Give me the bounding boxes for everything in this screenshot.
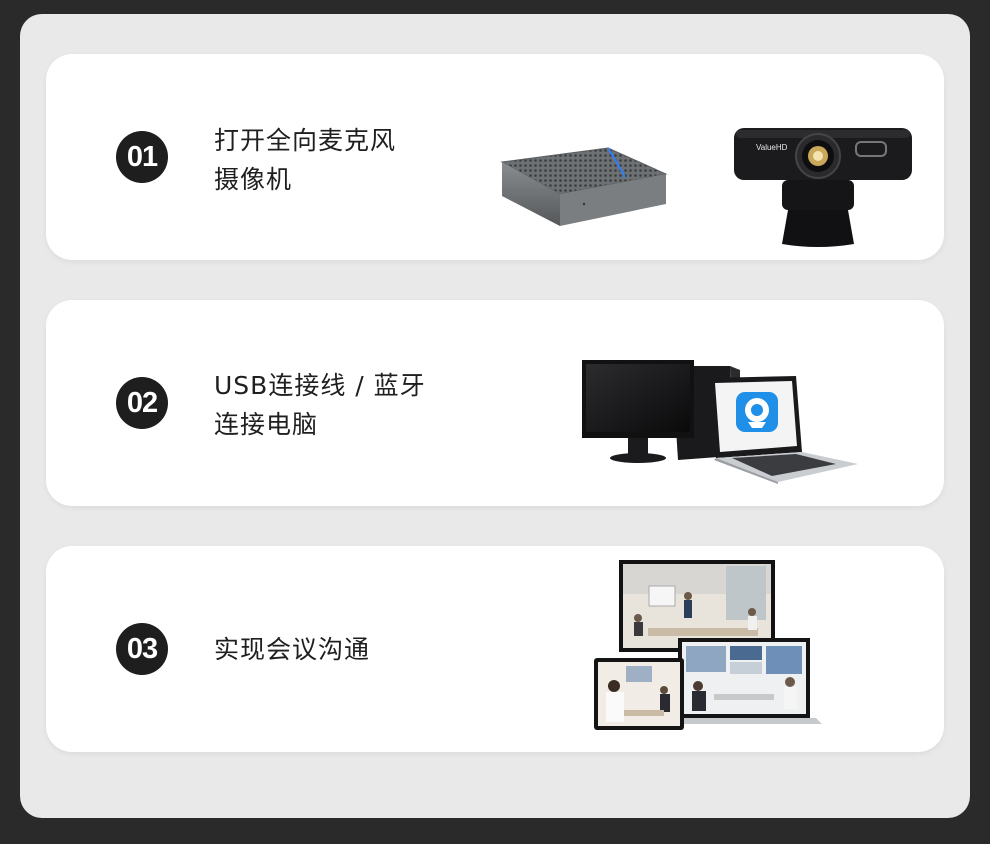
computer-setup-icon bbox=[582, 360, 862, 490]
step-label-line2: 摄像机 bbox=[214, 165, 293, 194]
step-number-badge: 03 bbox=[116, 623, 168, 675]
step-card-3: 03 实现会议沟通 bbox=[46, 546, 944, 752]
laptop-icon bbox=[710, 376, 858, 484]
steps-panel: 01 打开全向麦克风 摄像机 bbox=[20, 14, 970, 818]
step-label-line2: 连接电脑 bbox=[214, 410, 319, 439]
app-camera-icon bbox=[736, 392, 778, 432]
step-label: 打开全向麦克风 摄像机 bbox=[214, 121, 396, 199]
step-label-line1: 打开全向麦克风 bbox=[214, 126, 397, 155]
step-label-line1: 实现会议沟通 bbox=[214, 635, 371, 664]
step-label-line1: USB连接线 / 蓝牙 bbox=[214, 371, 426, 400]
webcam-device-icon: ValueHD bbox=[732, 126, 914, 248]
step-card-1: 01 打开全向麦克风 摄像机 bbox=[46, 54, 944, 260]
step-card-2: 02 USB连接线 / 蓝牙 连接电脑 bbox=[46, 300, 944, 506]
step-number-badge: 02 bbox=[116, 377, 168, 429]
desktop-monitor-icon bbox=[582, 360, 694, 463]
camera-brand-text: ValueHD bbox=[756, 143, 788, 152]
mic-hub-device-icon bbox=[498, 138, 670, 228]
step-label: 实现会议沟通 bbox=[214, 630, 370, 669]
step-label: USB连接线 / 蓝牙 连接电脑 bbox=[214, 366, 426, 444]
step-number-badge: 01 bbox=[116, 131, 168, 183]
video-conference-screens-icon bbox=[594, 560, 824, 738]
